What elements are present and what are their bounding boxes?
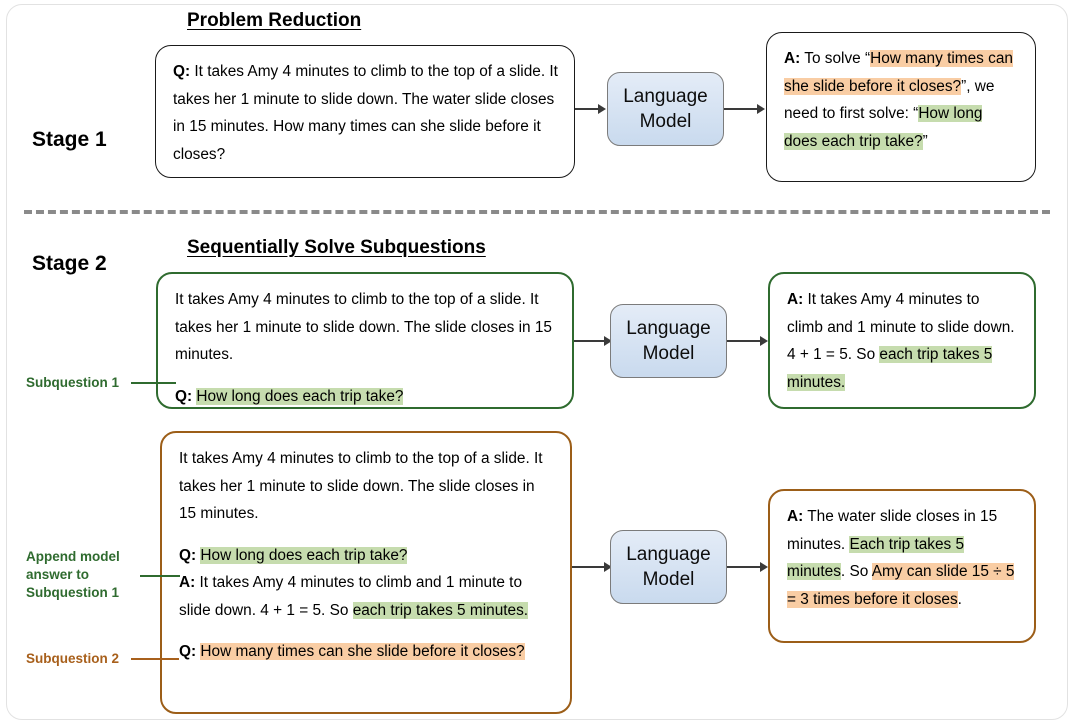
arrow-head-stage1-out [757,104,765,114]
arrow-head-stage2a-out [760,336,768,346]
language-model-node-stage1: Language Model [607,72,724,146]
annotation-subquestion-2: Subquestion 2 [26,651,120,666]
stage-divider [24,210,1050,214]
connector-subquestion-2 [131,658,179,660]
stage2-prompt1-question: Q: How long does each trip take? [175,383,556,411]
connector-subquestion-1 [131,382,176,384]
highlight-green-subq1: How long does each trip take? [196,387,404,405]
stage2-prompt2-context: It takes Amy 4 minutes to climb to the t… [179,450,543,522]
stage2-answer-box-1: A: It takes Amy 4 minutes to climb and 1… [768,272,1036,409]
stage2-prompt1-context: It takes Amy 4 minutes to climb to the t… [175,291,552,363]
arrow-head-stage2b-out [760,562,768,572]
lm-label-stage2a: Language Model [626,318,711,364]
a-prefix: A: [787,508,804,525]
a-prefix: A: [787,291,804,308]
highlight-green-answer1: each trip takes 5 minutes. [352,601,529,619]
annotation-append-model-answer: Append model answer to Subquestion 1 [26,549,120,600]
a-prefix: A: [179,574,196,591]
arrow-head-stage2a-in [604,336,612,346]
q-prefix: Q: [175,387,193,405]
highlight-green-subq1: How long does each trip take? [200,546,408,564]
stage2-label: Stage 2 [32,252,107,275]
stage1-question-box: Q: It takes Amy 4 minutes to climb to th… [155,45,575,178]
q-prefix: Q: [179,643,197,660]
stage2-prompt2-question2: Q: How many times can she slide before i… [179,638,554,666]
stage2-answer-box-2: A: The water slide closes in 15 minutes.… [768,489,1036,643]
lm-label-stage1: Language Model [623,86,708,132]
language-model-node-stage2a: Language Model [610,304,727,378]
arrow-stage2-lm-to-answer1 [727,340,763,342]
arrow-stage1-question-to-lm [575,108,601,110]
arrow-stage2-prompt2-to-lm [572,566,606,568]
highlight-orange-subq2: How many times can she slide before it c… [200,643,525,660]
a-prefix: A: [784,50,801,67]
stage1-label: Stage 1 [32,128,107,151]
stage2-prompt2-question1: Q: How long does each trip take? [179,542,554,570]
language-model-node-stage2b: Language Model [610,530,727,604]
connector-append-model-answer [140,575,180,577]
q-prefix: Q: [179,546,197,564]
arrow-head-stage1-in [598,104,606,114]
arrow-stage2-prompt1-to-lm [574,340,606,342]
stage1-answer-box: A: To solve “How many times can she slid… [766,32,1036,182]
stage2-prompt-box-2: It takes Amy 4 minutes to climb to the t… [160,431,572,714]
arrow-stage1-lm-to-answer [724,108,760,110]
stage1-answer-text: A: To solve “How many times can she slid… [784,50,1013,150]
stage2-answer1-text: A: It takes Amy 4 minutes to climb and 1… [787,291,1015,391]
stage1-question-text: Q: It takes Amy 4 minutes to climb to th… [173,63,558,163]
arrow-stage2-lm-to-answer2 [727,566,763,568]
stage2-answer2-text: A: The water slide closes in 15 minutes.… [787,508,1015,608]
stage2-section-title: Sequentially Solve Subquestions [187,237,486,258]
q-prefix: Q: [173,63,191,80]
annotation-subquestion-1: Subquestion 1 [26,375,120,390]
stage2-prompt2-answer1: A: It takes Amy 4 minutes to climb and 1… [179,574,529,619]
lm-label-stage2b: Language Model [626,544,711,590]
stage1-section-title: Problem Reduction [187,10,362,31]
arrow-head-stage2b-in [604,562,612,572]
stage2-prompt-box-1: It takes Amy 4 minutes to climb to the t… [156,272,574,409]
